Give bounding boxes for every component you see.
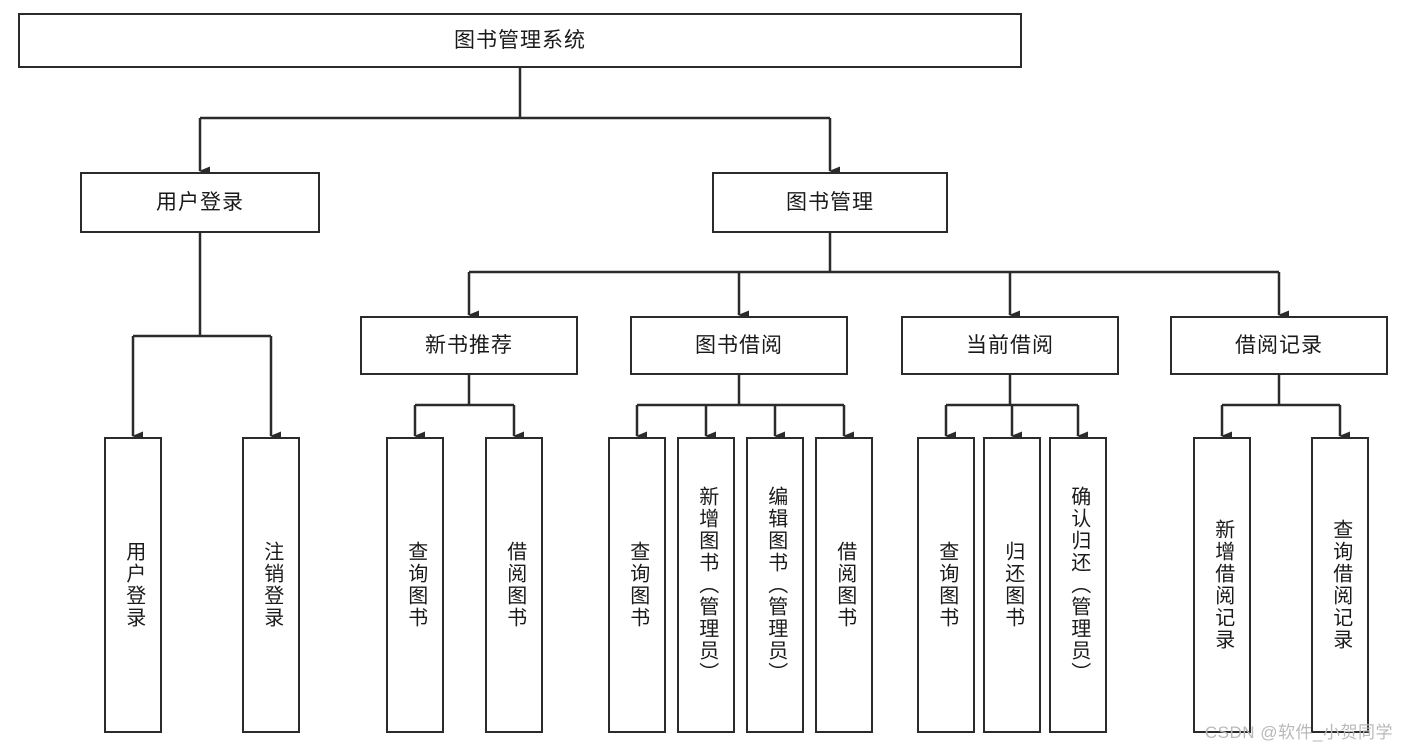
node-label: 借阅图书 — [833, 541, 856, 629]
node-label: 图书管理系统 — [454, 29, 586, 52]
node-leaf-query-book-3[interactable]: 查询图书 — [917, 437, 975, 733]
node-label: 借阅记录 — [1235, 334, 1323, 357]
node-label: 查询借阅记录 — [1329, 519, 1352, 651]
node-borrow-record[interactable]: 借阅记录 — [1170, 316, 1388, 375]
node-leaf-confirm-return[interactable]: 确认归还（管理员） — [1049, 437, 1107, 733]
node-leaf-add-book[interactable]: 新增图书（管理员） — [677, 437, 735, 733]
node-new-book-rec[interactable]: 新书推荐 — [360, 316, 578, 375]
node-book-borrow[interactable]: 图书借阅 — [630, 316, 848, 375]
node-root[interactable]: 图书管理系统 — [18, 13, 1022, 68]
node-label: 新增图书（管理员） — [695, 486, 718, 684]
node-leaf-user-login[interactable]: 用户登录 — [104, 437, 162, 733]
node-label: 编辑图书（管理员） — [764, 486, 787, 684]
node-leaf-add-record[interactable]: 新增借阅记录 — [1193, 437, 1251, 733]
node-leaf-borrow-book-2[interactable]: 借阅图书 — [815, 437, 873, 733]
node-label: 图书管理 — [786, 191, 874, 214]
node-label: 查询图书 — [626, 541, 649, 629]
node-label: 图书借阅 — [695, 334, 783, 357]
node-current-borrow[interactable]: 当前借阅 — [901, 316, 1119, 375]
node-leaf-return-book[interactable]: 归还图书 — [983, 437, 1041, 733]
node-label: 查询图书 — [935, 541, 958, 629]
node-leaf-edit-book[interactable]: 编辑图书（管理员） — [746, 437, 804, 733]
node-label: 归还图书 — [1001, 541, 1024, 629]
node-user-login[interactable]: 用户登录 — [80, 172, 320, 233]
node-label: 用户登录 — [156, 191, 244, 214]
node-label: 借阅图书 — [503, 541, 526, 629]
node-label: 注销登录 — [260, 541, 283, 629]
node-leaf-query-book-1[interactable]: 查询图书 — [386, 437, 444, 733]
csdn-watermark: CSDN @软件_小贺同学 — [1204, 723, 1393, 742]
node-leaf-query-record[interactable]: 查询借阅记录 — [1311, 437, 1369, 733]
node-label: 新增借阅记录 — [1211, 519, 1234, 651]
node-book-manage[interactable]: 图书管理 — [712, 172, 948, 233]
node-leaf-query-book-2[interactable]: 查询图书 — [608, 437, 666, 733]
node-label: 查询图书 — [404, 541, 427, 629]
node-label: 当前借阅 — [966, 334, 1054, 357]
node-leaf-borrow-book-1[interactable]: 借阅图书 — [485, 437, 543, 733]
node-leaf-user-logout[interactable]: 注销登录 — [242, 437, 300, 733]
node-label: 用户登录 — [122, 541, 145, 629]
node-label: 新书推荐 — [425, 334, 513, 357]
node-label: 确认归还（管理员） — [1067, 486, 1090, 684]
